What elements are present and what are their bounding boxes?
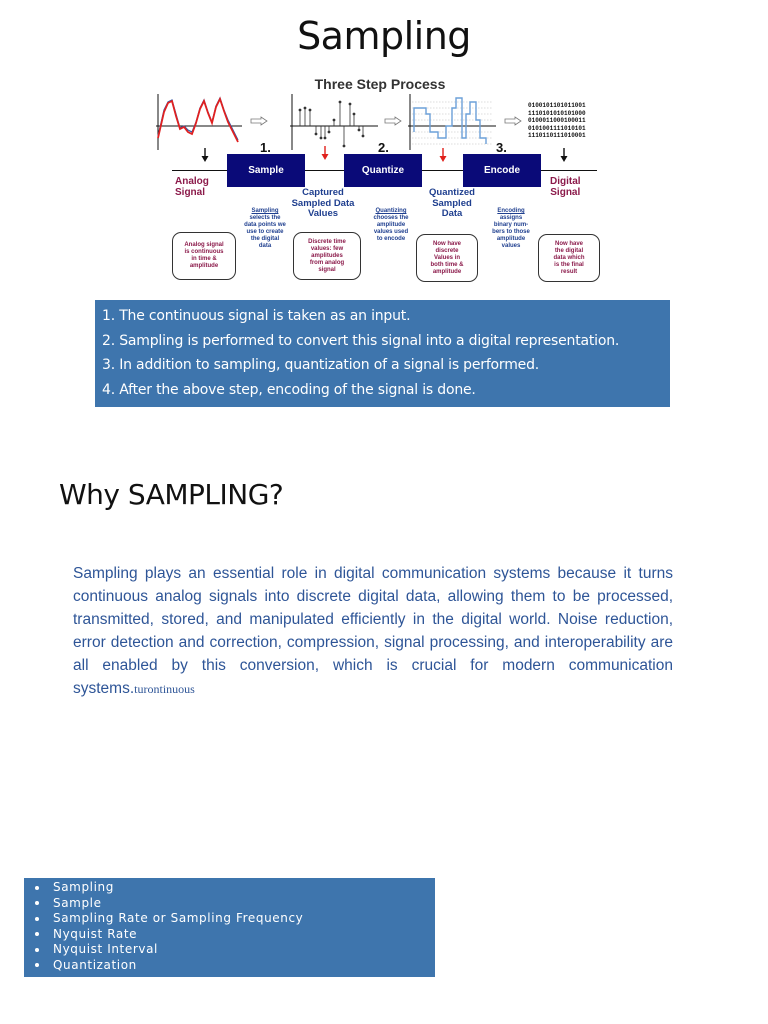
step-box-sample: Sample [227, 154, 305, 187]
steps-list-box: 1. The continuous signal is taken as an … [95, 300, 670, 407]
term-item: Quantization [33, 958, 435, 974]
quantizing-description: Quantizing chooses the amplitude values … [373, 208, 409, 242]
flow-arrow-icon [250, 116, 268, 126]
why-sampling-heading: Why SAMPLING? [59, 478, 284, 511]
step-box-quantize: Quantize [344, 154, 422, 187]
captured-sampled-label: Captured Sampled Data Values [291, 187, 355, 219]
binary-line: 0100011000100011 [528, 117, 586, 124]
term-item: Sampling [33, 880, 435, 896]
note-digital-result: Now have the digital data which is the f… [538, 234, 600, 282]
step-number: 2. [378, 140, 389, 155]
bullet-icon [35, 947, 39, 952]
input-label: Analog Signal [175, 176, 209, 198]
binary-line: 1110110111010001 [528, 132, 586, 139]
sampled-waveform-graphic [290, 94, 378, 150]
quantized-sampled-label: Quantized Sampled Data [429, 187, 475, 219]
page-title: Sampling [297, 14, 471, 58]
bullet-icon [35, 901, 39, 906]
step-line: 2. Sampling is performed to convert this… [102, 332, 620, 349]
bullet-icon [35, 963, 39, 968]
step-line: 3. In addition to sampling, quantization… [102, 357, 540, 373]
step-number: 1. [260, 140, 271, 155]
term-item: Nyquist Interval [33, 942, 435, 958]
term-item: Nyquist Rate [33, 927, 435, 943]
binary-line: 1110101010101000 [528, 109, 586, 117]
term-item: Sample [33, 896, 435, 912]
analog-waveform-graphic [156, 94, 242, 150]
quantized-waveform-graphic [408, 94, 496, 150]
down-arrow-icon [560, 148, 568, 162]
step-box-encode: Encode [463, 154, 541, 187]
term-item: Sampling Rate or Sampling Frequency [33, 911, 435, 927]
diagram-title: Three Step Process [314, 76, 446, 92]
flow-arrow-icon [504, 116, 522, 126]
terms-list-box: Sampling Sample Sampling Rate or Samplin… [24, 878, 435, 977]
step-number: 3. [496, 140, 507, 155]
note-discrete-time: Discrete time values: few amplitudes fro… [293, 232, 361, 280]
note-quantized: Now have discrete Values in both time & … [416, 234, 478, 282]
encoding-description: Encoding assigns binary num- bers to tho… [492, 208, 530, 249]
step-line: 1. The continuous signal is taken as an … [102, 308, 411, 324]
down-arrow-icon [201, 148, 209, 162]
binary-line: 0100101101011001 [528, 102, 586, 109]
three-step-process-diagram: Three Step Process [150, 72, 610, 287]
down-arrow-icon [321, 146, 329, 160]
bullet-icon [35, 885, 39, 890]
bullet-icon [35, 916, 39, 921]
binary-line: 0101001111010101 [528, 124, 586, 132]
binary-output: 0100101101011001 1110101010101000 010001… [528, 102, 586, 140]
flow-arrow-icon [384, 116, 402, 126]
down-arrow-icon [439, 148, 447, 162]
paragraph-tail: turontinuous [134, 682, 195, 696]
output-label: Digital Signal [550, 176, 581, 198]
step-line: 4. After the above step, encoding of the… [102, 381, 476, 398]
why-sampling-paragraph: Sampling plays an essential role in digi… [73, 562, 673, 701]
paragraph-text: Sampling plays an essential role in digi… [73, 565, 673, 697]
bullet-icon [35, 932, 39, 937]
sampling-description: Sampling selects the data points we use … [244, 208, 286, 249]
note-analog-signal: Analog signal is continuous in time & am… [172, 232, 236, 280]
